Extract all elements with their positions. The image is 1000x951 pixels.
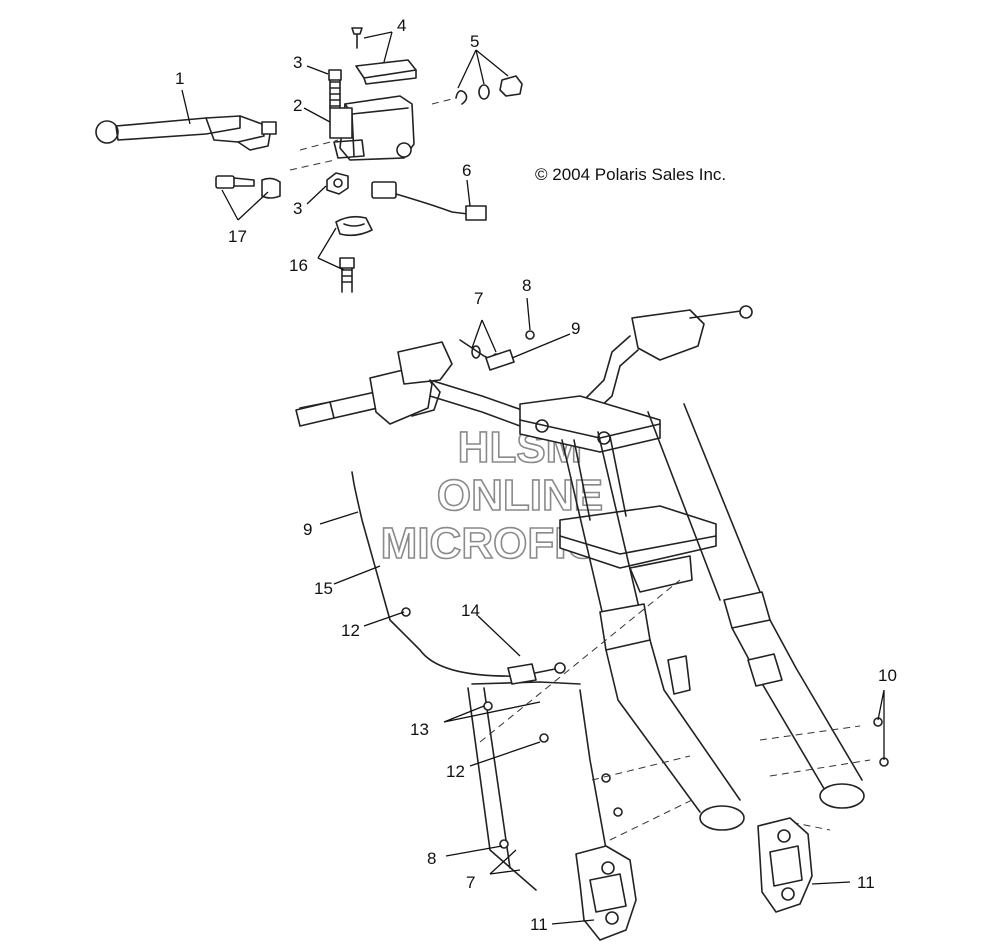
callout-3-upper: 3 bbox=[293, 53, 302, 72]
callout-6: 6 bbox=[462, 161, 471, 180]
leader-lines bbox=[181, 31, 885, 925]
hose-fittings bbox=[401, 330, 889, 849]
fork-tube-left bbox=[561, 431, 745, 831]
steering-stem bbox=[573, 435, 627, 521]
callout-9-lower: 9 bbox=[303, 520, 312, 539]
bolt-nut bbox=[326, 172, 349, 195]
lower-triple-clamp bbox=[559, 505, 717, 593]
callout-7-lower: 7 bbox=[466, 873, 475, 892]
callout-11-right: 11 bbox=[857, 873, 875, 892]
callout-9-upper: 9 bbox=[571, 319, 580, 338]
copyright-text: © 2004 Polaris Sales Inc. bbox=[535, 165, 726, 184]
pivot-bolt bbox=[328, 69, 342, 109]
brake-light-switch bbox=[371, 181, 487, 221]
banjo-bolt-and-washers bbox=[471, 345, 515, 371]
callout-7-upper: 7 bbox=[474, 289, 483, 308]
callout-8-lower: 8 bbox=[427, 849, 436, 868]
reservoir-cover bbox=[355, 59, 417, 85]
watermark-line2: ONLINE bbox=[437, 471, 603, 520]
callout-8-upper: 8 bbox=[522, 276, 531, 295]
callout-11-left: 11 bbox=[530, 915, 548, 934]
callout-14: 14 bbox=[461, 601, 480, 620]
brake-lever bbox=[95, 115, 277, 151]
fork-tube-right bbox=[647, 403, 865, 809]
brake-caliper-right bbox=[757, 817, 813, 913]
callout-10: 10 bbox=[878, 666, 897, 685]
brake-caliper-left bbox=[575, 845, 637, 941]
callout-1: 1 bbox=[175, 69, 184, 88]
master-cylinder bbox=[329, 95, 415, 161]
perch-bolt-and-sleeve bbox=[215, 175, 281, 199]
callout-16: 16 bbox=[289, 256, 308, 275]
callout-2: 2 bbox=[293, 96, 302, 115]
callout-4: 4 bbox=[397, 16, 406, 35]
callout-12-lower: 12 bbox=[446, 762, 465, 781]
cover-screw bbox=[351, 27, 363, 49]
clamp-and-bolt bbox=[335, 215, 373, 293]
callout-13: 13 bbox=[410, 720, 429, 739]
callout-15: 15 bbox=[314, 579, 333, 598]
callouts: 1 2 3 3 4 5 6 7 7 8 8 9 9 10 11 11 12 12… bbox=[175, 16, 897, 934]
callout-12-upper: 12 bbox=[341, 621, 360, 640]
callout-5: 5 bbox=[470, 32, 479, 51]
clip-and-washer bbox=[431, 75, 523, 105]
brake-hose-junction bbox=[507, 662, 566, 685]
callout-17: 17 bbox=[228, 227, 247, 246]
callout-3-lower: 3 bbox=[293, 199, 302, 218]
brake-line bbox=[351, 339, 609, 891]
